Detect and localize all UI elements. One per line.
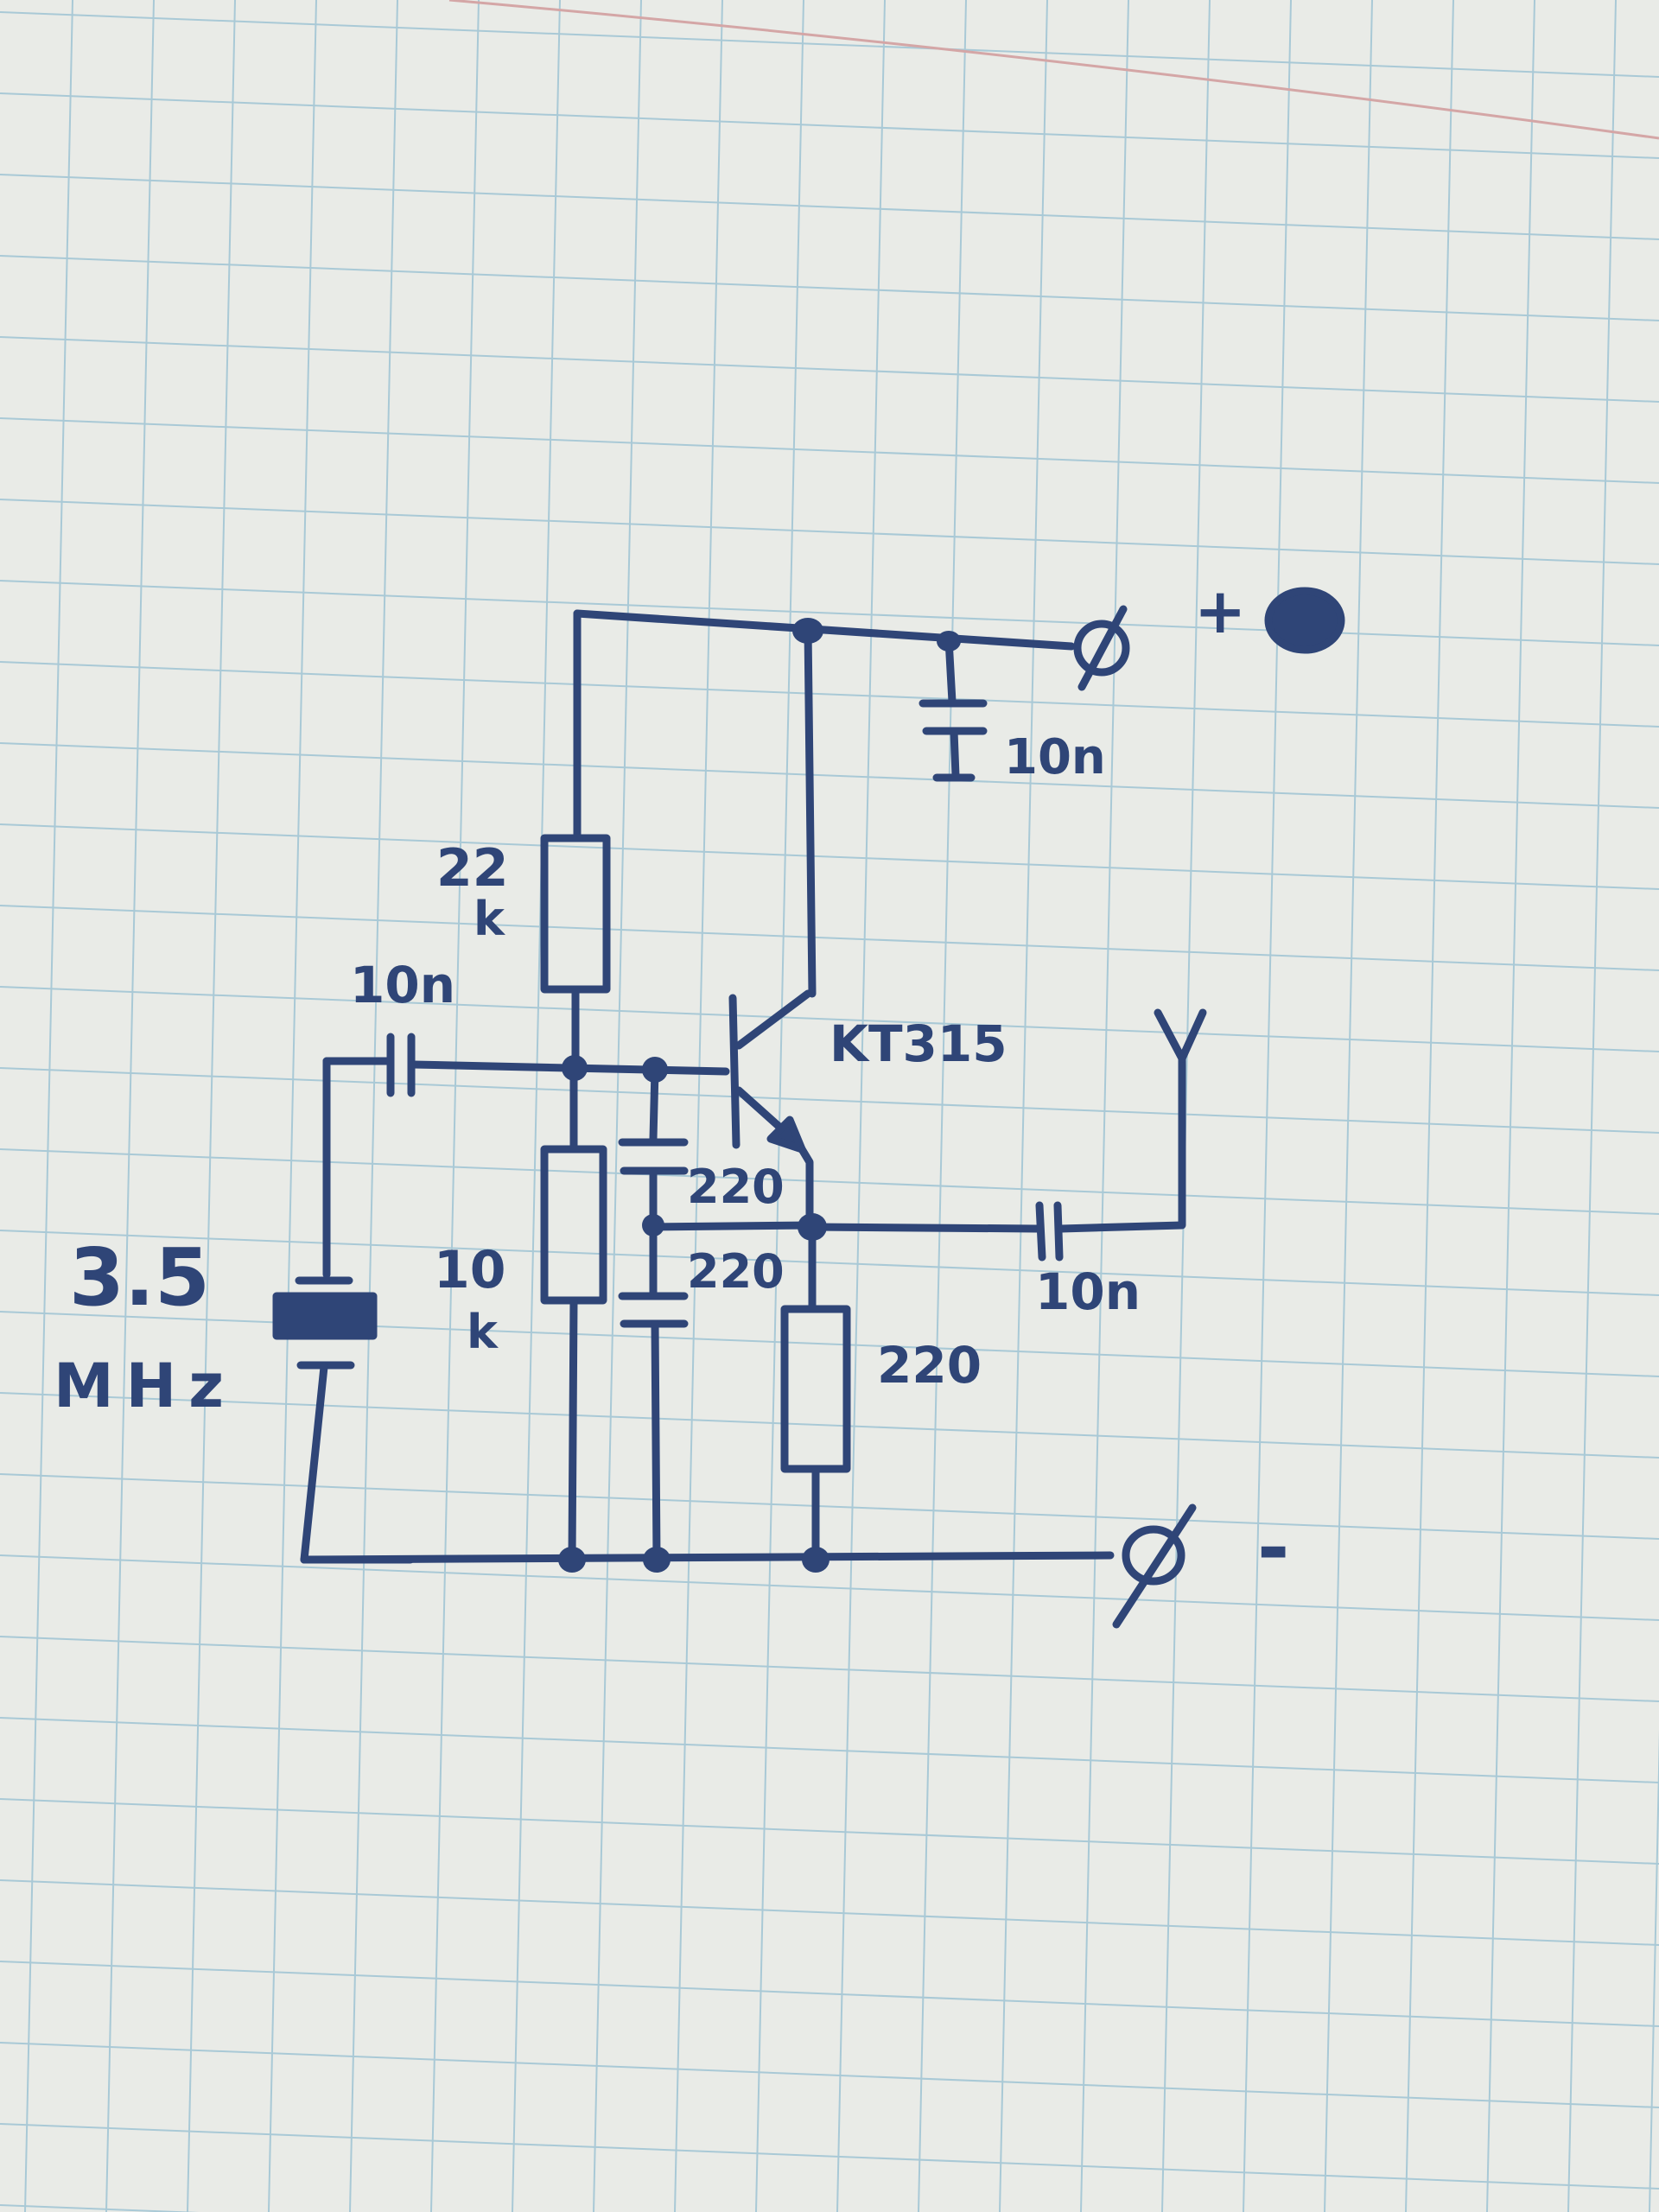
grid-line-vertical bbox=[1567, 0, 1617, 2212]
crystal-icon bbox=[272, 1292, 378, 1340]
grid-line-horizontal bbox=[0, 255, 1659, 321]
grid-line-vertical bbox=[1405, 0, 1454, 2212]
wire-r10k-to-ground bbox=[568, 1296, 578, 1564]
junction-cfb-mid bbox=[642, 1214, 664, 1236]
grid-line-horizontal bbox=[0, 742, 1659, 809]
terminal-icon-plus bbox=[1073, 605, 1130, 691]
junction-base-r bbox=[562, 1055, 588, 1081]
label-cap-input: 10n bbox=[350, 956, 455, 1014]
grid-line-horizontal bbox=[0, 1717, 1659, 1783]
label-cap-fb-bottom: 220 bbox=[687, 1244, 785, 1299]
label-res-top-value: 22 bbox=[436, 838, 509, 899]
grid-line-vertical bbox=[674, 0, 723, 2212]
grid-line-vertical bbox=[24, 0, 73, 2212]
grid-line-horizontal bbox=[0, 1636, 1659, 1702]
terminal-icon-minus bbox=[1112, 1503, 1197, 1629]
grid-line-horizontal bbox=[0, 905, 1659, 971]
junction-rail-cap bbox=[937, 631, 961, 652]
grid-line-horizontal bbox=[0, 823, 1659, 890]
grid-line-vertical bbox=[430, 0, 480, 2212]
junction-rail-collector bbox=[792, 618, 823, 644]
junction-dots bbox=[558, 618, 961, 1573]
transistor-base-bar bbox=[728, 994, 741, 1149]
grid-line-horizontal bbox=[0, 174, 1659, 240]
grid-line-horizontal bbox=[0, 499, 1659, 565]
grid-line-vertical bbox=[105, 0, 155, 2212]
antenna-icon bbox=[1154, 1008, 1207, 1063]
grid-line-vertical bbox=[187, 0, 236, 2212]
grid-line-vertical bbox=[1243, 0, 1292, 2212]
grid-line-horizontal bbox=[0, 92, 1659, 159]
capacitor-supply bbox=[918, 699, 988, 782]
label-cap-fb-top: 220 bbox=[687, 1160, 785, 1214]
label-res-emitter: 220 bbox=[877, 1336, 982, 1395]
wire-supply-rail bbox=[573, 609, 1076, 651]
capacitor-output-plate-a bbox=[1035, 1201, 1046, 1262]
junction-ground-re bbox=[802, 1547, 830, 1573]
grid-line-horizontal bbox=[0, 336, 1659, 403]
grid-line-horizontal bbox=[0, 1961, 1659, 2027]
grid-line-vertical bbox=[1649, 1729, 1659, 2212]
grid-line-vertical bbox=[1486, 0, 1535, 2212]
grid-line-vertical bbox=[349, 0, 398, 2212]
label-res-bottom-unit: k bbox=[467, 1305, 499, 1359]
label-res-bottom-value: 10 bbox=[434, 1240, 506, 1300]
grid-line-horizontal bbox=[0, 986, 1659, 1052]
label-minus-terminal: - bbox=[1257, 1503, 1289, 1593]
label-crystal-freq: 3.5 bbox=[69, 1231, 210, 1324]
label-res-top-unit: k bbox=[474, 892, 505, 946]
wire-cfb-node-to-emitter bbox=[649, 1221, 817, 1231]
junction-ground-r10k bbox=[558, 1547, 586, 1573]
wire-ground-rail bbox=[300, 1551, 1115, 1564]
grid-line-horizontal bbox=[0, 417, 1659, 484]
grid-line-vertical bbox=[593, 0, 642, 2212]
transistor-emitter-arrow bbox=[766, 1116, 806, 1154]
grid-line-horizontal bbox=[0, 1798, 1659, 1865]
label-cap-output: 10n bbox=[1035, 1262, 1141, 1321]
grid-line-vertical bbox=[999, 0, 1048, 2212]
grid-line-horizontal bbox=[0, 1473, 1659, 1540]
grid-line-horizontal bbox=[0, 1230, 1659, 1296]
grid-line-horizontal bbox=[0, 1148, 1659, 1215]
label-cap-supply: 10n bbox=[1004, 729, 1106, 785]
grid-line-horizontal bbox=[0, 661, 1659, 728]
label-transistor: KT315 bbox=[830, 1014, 1007, 1073]
grid-line-vertical bbox=[918, 0, 967, 2212]
grid-line-vertical bbox=[1324, 0, 1373, 2212]
grid-line-vertical bbox=[268, 0, 317, 2212]
label-plus-terminal: + bbox=[1194, 575, 1246, 647]
junction-emitter-out bbox=[798, 1213, 827, 1241]
wire-output-left bbox=[808, 1223, 1041, 1233]
wire-cfb-to-ground bbox=[651, 1319, 661, 1564]
scribble-mark bbox=[1264, 587, 1345, 654]
junction-ground-cfb bbox=[643, 1547, 671, 1573]
grid-line-vertical bbox=[512, 0, 561, 2212]
grid-line-horizontal bbox=[0, 580, 1659, 646]
transistor-collector-lead bbox=[734, 989, 812, 1050]
wire-emitter-down bbox=[798, 1145, 814, 1233]
grid-line-horizontal bbox=[0, 1879, 1659, 1946]
grid-line-horizontal bbox=[0, 2042, 1659, 2108]
wire-rail-to-collector bbox=[804, 625, 817, 998]
grid-line-vertical bbox=[1080, 0, 1129, 2212]
junction-base-cfb bbox=[642, 1057, 668, 1083]
label-crystal-unit: MHz bbox=[54, 1351, 236, 1421]
grid-line-horizontal bbox=[0, 2123, 1659, 2190]
grid-line-horizontal bbox=[0, 1554, 1659, 1621]
grid-line-horizontal bbox=[0, 11, 1659, 78]
margin-line bbox=[448, 0, 1659, 140]
grid-line-vertical bbox=[836, 0, 886, 2212]
grid-line-horizontal bbox=[0, 1067, 1659, 1134]
grid-line-horizontal bbox=[0, 1392, 1659, 1459]
wire-output-right bbox=[1057, 1054, 1186, 1233]
